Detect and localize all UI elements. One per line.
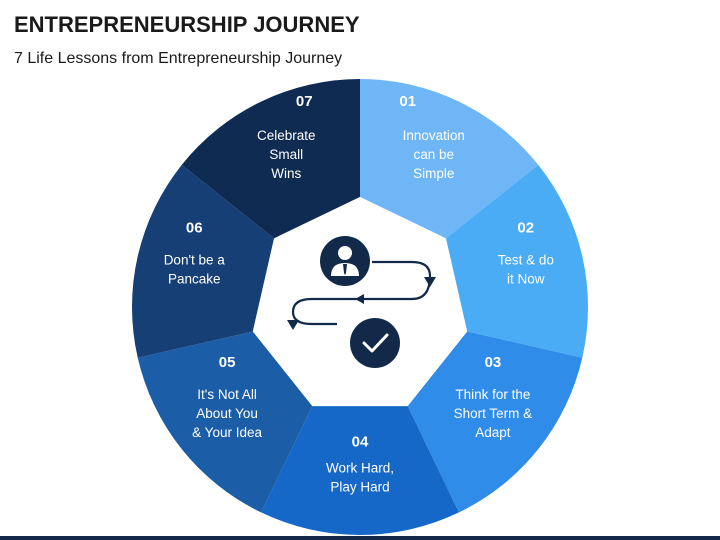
- segment-label-line: Play Hard: [330, 480, 389, 495]
- segment-label-line: Test & do: [498, 253, 554, 268]
- segment-number: 04: [352, 434, 369, 451]
- segment-label-line: About You: [196, 406, 258, 421]
- segment-label-line: Work Hard,: [326, 461, 394, 476]
- segment-label-line: & Your Idea: [192, 425, 262, 440]
- segment-05: [137, 331, 313, 513]
- segment-label-line: Small: [269, 147, 303, 162]
- footer-bar: [0, 536, 720, 540]
- segment-01: [360, 79, 539, 239]
- checkmark-icon: [350, 318, 400, 368]
- segment-07: [181, 79, 360, 239]
- segment-label-line: Don't be a: [164, 253, 226, 268]
- segment-02: [446, 164, 588, 358]
- segment-06: [131, 164, 274, 358]
- segment-label-line: it Now: [507, 272, 545, 287]
- segment-label-line: Innovation: [403, 128, 465, 143]
- segment-label-line: It's Not All: [197, 387, 257, 402]
- segment-label-line: Wins: [271, 166, 301, 181]
- segment-label-line: Celebrate: [257, 128, 316, 143]
- segment-label-line: Think for the: [455, 387, 530, 402]
- segment-03: [407, 331, 583, 513]
- page-title: ENTREPRENEURSHIP JOURNEY: [14, 12, 360, 37]
- segment-number: 06: [186, 220, 203, 237]
- center-heptagon: [258, 197, 462, 395]
- cycle-arrows-icon: [287, 260, 436, 330]
- center-icon-group: [287, 236, 436, 368]
- segment-number: 03: [485, 354, 502, 371]
- segment-label-line: Adapt: [475, 425, 511, 440]
- segment-label-line: Simple: [413, 166, 454, 181]
- segment-label-line: Short Term &: [454, 406, 533, 421]
- segment-number: 02: [517, 220, 534, 237]
- businessman-icon: [320, 236, 370, 286]
- segment-04: [261, 406, 459, 535]
- segment-label-line: can be: [413, 147, 454, 162]
- page-subtitle: 7 Life Lessons from Entrepreneurship Jou…: [14, 50, 343, 67]
- segment-number: 05: [219, 354, 236, 371]
- segment-number: 01: [399, 93, 416, 110]
- segment-number: 07: [296, 93, 313, 110]
- segment-label-line: Pancake: [168, 272, 221, 287]
